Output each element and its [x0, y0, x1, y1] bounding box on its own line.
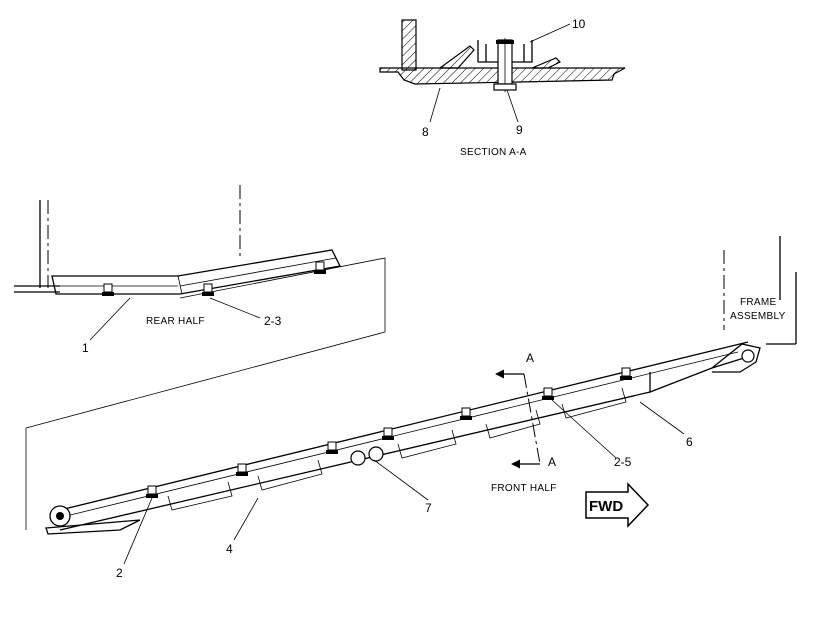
front-bolt: [146, 485, 158, 498]
section-a-a-detail: 10 8 9 SECTION A-A: [379, 17, 626, 158]
front-bolt: [460, 407, 472, 420]
fwd-label: FWD: [589, 498, 623, 515]
section-vertical-member: [401, 19, 417, 71]
section-nut: [493, 83, 517, 91]
frame-assembly-label-line1: FRAME: [740, 297, 777, 308]
rear-break-boundary: [25, 257, 386, 429]
front-hole: [368, 446, 384, 462]
front-right-pivot: [741, 349, 755, 363]
front-bolt: [236, 463, 248, 476]
front-rail-top: [51, 341, 749, 513]
fwd-arrow: FWD: [585, 482, 650, 528]
callout-4: 4: [226, 542, 233, 556]
frame-assembly-label-line2: ASSEMBLY: [730, 311, 786, 322]
section-marker-bottom: A: [548, 455, 556, 469]
front-left-bracket: [45, 519, 141, 535]
front-bolt: [542, 387, 554, 400]
rear-rail: [51, 249, 341, 295]
callout-6: 6: [686, 435, 693, 449]
section-clamp-bracket: [477, 40, 533, 63]
rear-bolt: [314, 261, 326, 274]
front-half-label: FRONT HALF: [491, 483, 557, 494]
callout-2: 2: [116, 566, 123, 580]
front-right-bracket: [649, 357, 745, 393]
callout-1: 1: [82, 341, 89, 355]
front-bolt: [620, 367, 632, 380]
front-bolt: [326, 441, 338, 454]
section-left-gusset: [438, 45, 475, 69]
section-marker-top: A: [526, 351, 534, 365]
section-cut-line: [523, 373, 541, 465]
rear-half-assembly: REAR HALF 1 2-3: [14, 185, 386, 429]
rear-half-label: REAR HALF: [146, 316, 205, 327]
callout-10: 10: [572, 17, 586, 31]
front-hole: [350, 450, 366, 466]
callout-2-3: 2-3: [264, 314, 282, 328]
front-bolt: [382, 427, 394, 440]
callout-7: 7: [425, 501, 432, 515]
rear-bolt: [202, 283, 214, 296]
section-title: SECTION A-A: [460, 147, 527, 158]
callout-9: 9: [516, 123, 523, 137]
section-right-gusset: [531, 57, 562, 69]
callout-8: 8: [422, 125, 429, 139]
rear-bolt: [102, 283, 114, 296]
callout-2-5: 2-5: [614, 455, 632, 469]
front-half-assembly: A A 2 4 7 2-5 6 FRONT HALF FRAME ASSEMBL…: [25, 236, 797, 580]
